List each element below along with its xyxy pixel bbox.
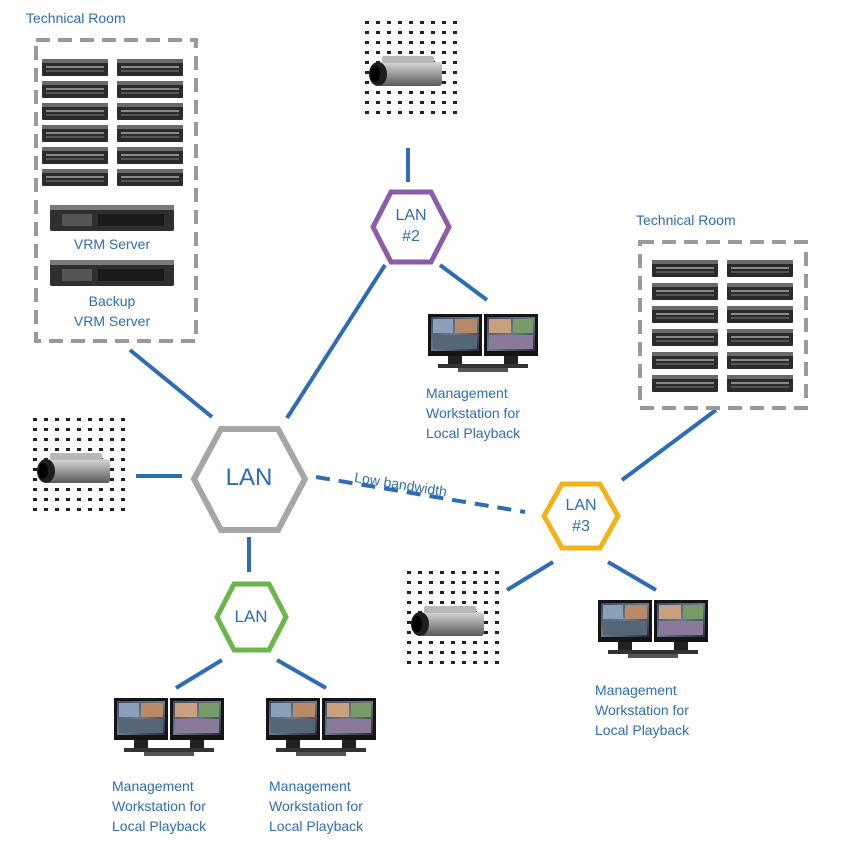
hub-lan2-label-1: LAN [395, 207, 427, 224]
workstation-label-local2-1: Management [269, 778, 351, 794]
link-lan2-ws [438, 263, 489, 302]
link-lan2-main [285, 263, 387, 420]
vrm-server-icon [50, 205, 174, 231]
workstation-label-lan3-3: Local Playback [595, 722, 690, 738]
workstation-label-lan2-2: Workstation for [426, 405, 520, 421]
hub-lan2-hex [370, 189, 452, 265]
workstation-icon-local-2 [266, 698, 376, 756]
workstation-label-local1-2: Workstation for [112, 798, 206, 814]
link-room-main [128, 348, 214, 419]
technical-room-left [34, 38, 198, 343]
link-lan3-camera [505, 560, 555, 592]
workstation-label-lan2-3: Local Playback [426, 425, 521, 441]
technical-room-right [638, 240, 808, 410]
link-local-ws1 [174, 658, 224, 690]
workstation-label-local1-1: Management [112, 778, 194, 794]
workstation-label-local2-2: Workstation for [269, 798, 363, 814]
hub-local-hex [214, 581, 289, 653]
workstation-label-lan2-1: Management [426, 385, 508, 401]
workstation-icon-lan2 [428, 314, 538, 372]
workstation-label-lan3-2: Workstation for [595, 702, 689, 718]
workstation-label-local1-3: Local Playback [112, 818, 207, 834]
technical-room-label-left: Technical Room [26, 10, 126, 26]
link-lan3-ws [606, 560, 658, 592]
workstation-label-local2-3: Local Playback [269, 818, 364, 834]
camera-icon-lan3 [404, 568, 504, 668]
workstation-icon-lan3 [598, 600, 708, 658]
hub-lan2-label-2: #2 [402, 228, 420, 245]
hub-lan3-label-1: LAN [565, 497, 597, 514]
vrm-server-label: VRM Server [73, 236, 151, 252]
backup-vrm-server-label-2: VRM Server [73, 313, 151, 329]
hub-lan3-hex [541, 481, 621, 551]
link-low-bandwidth [315, 475, 526, 514]
hub-main-label: LAN [225, 464, 273, 491]
camera-icon-top [362, 18, 462, 118]
camera-icon-left [30, 415, 130, 515]
hub-lan3-label-2: #3 [572, 518, 590, 535]
workstation-label-lan3-1: Management [595, 682, 677, 698]
backup-vrm-server-label-1: Backup [88, 293, 136, 309]
hub-local-label: LAN [234, 607, 268, 626]
connection-lines [128, 148, 718, 690]
hub-main-hex [190, 426, 309, 533]
technical-room-label-right: Technical Room [636, 212, 736, 228]
link-room-lan3 [620, 408, 718, 482]
link-local-ws2 [276, 658, 327, 690]
workstation-icon-local-1 [114, 698, 224, 756]
backup-vrm-server-icon [50, 260, 174, 286]
